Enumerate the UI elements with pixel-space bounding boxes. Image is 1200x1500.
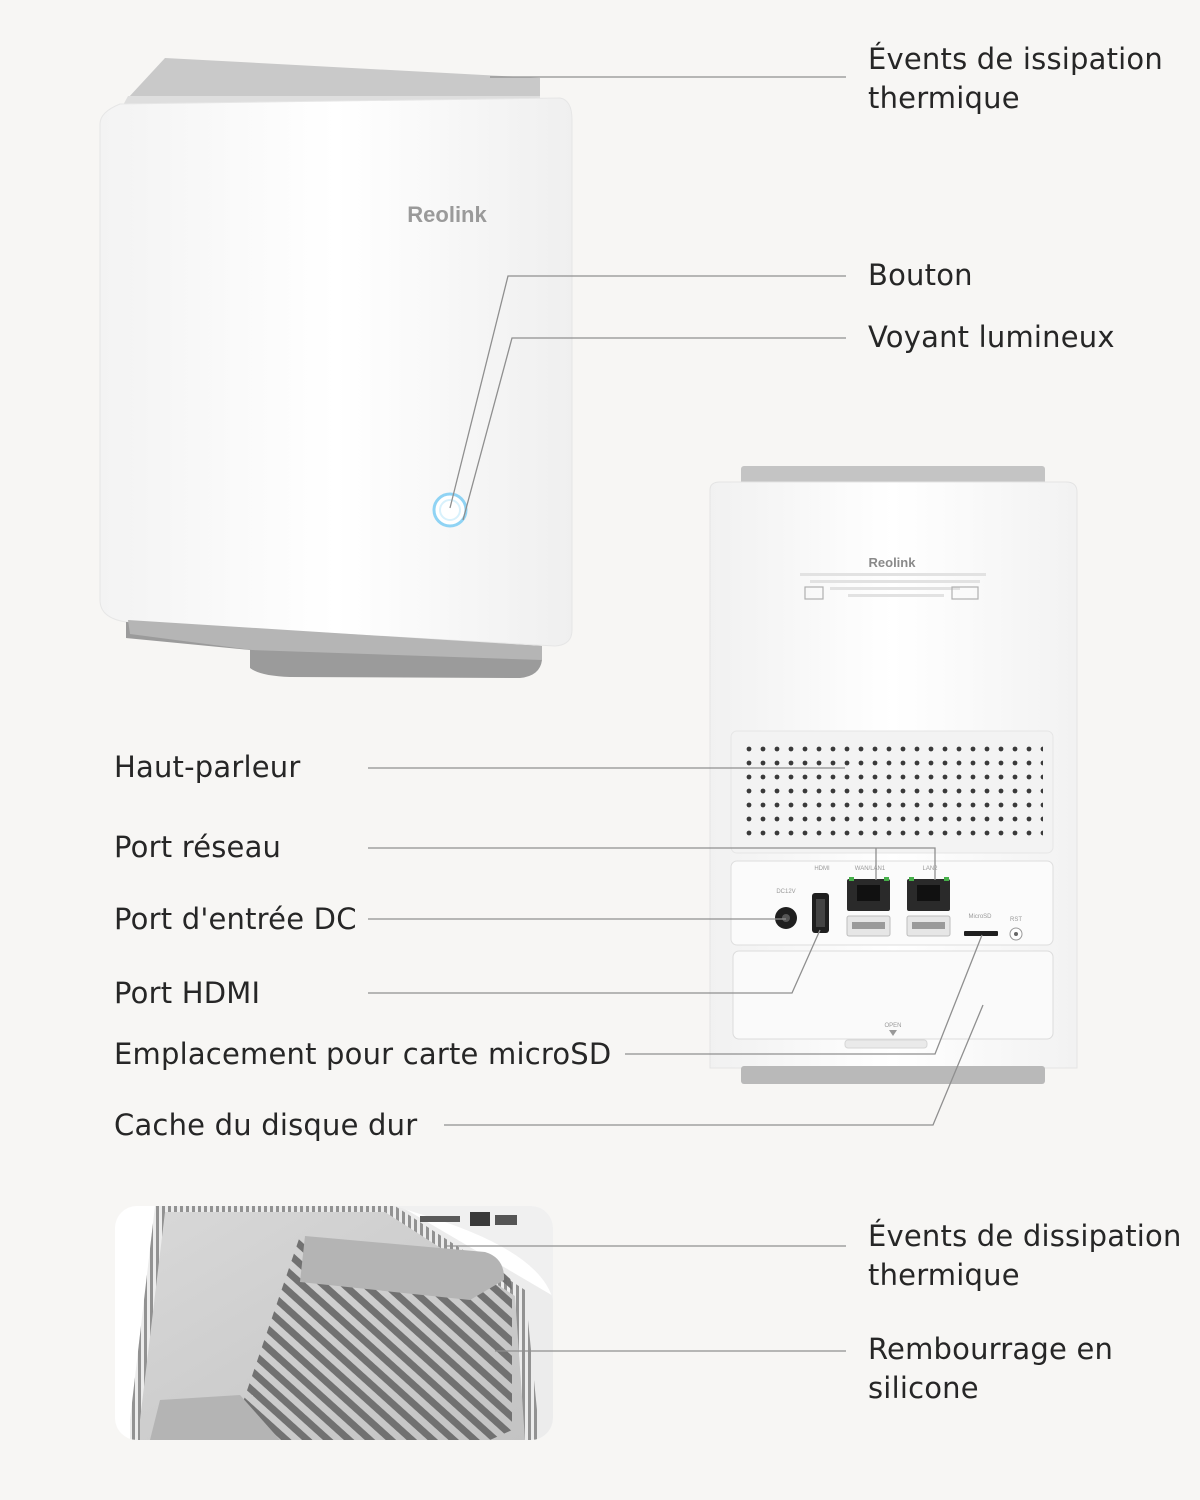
label-top-vents: Évents de issipation thermique (868, 42, 1163, 115)
silicone-pad-top (300, 1236, 505, 1300)
label-silicone-pad: Rembourrage en silicone (868, 1332, 1114, 1405)
label-dc-port: Port d'entrée DC (114, 902, 357, 936)
front-device: Reolink (99, 58, 573, 678)
leader-hdmi-port (368, 929, 821, 994)
lan-print: LAN2 (922, 866, 938, 872)
front-brand-logo: Reolink (407, 202, 487, 227)
dc-print: DC12V (776, 889, 795, 895)
label-bottom-vents: Évents de dissipation thermique (868, 1219, 1182, 1292)
back-device: Reolink HDMI WAN/LAN1 LAN2 DC12V MicroSD… (709, 466, 1078, 1084)
label-network-port: Port réseau (114, 830, 282, 864)
front-button-icon (432, 492, 468, 528)
speaker-grille (743, 741, 1043, 844)
leader-hdd-cover (444, 1004, 984, 1126)
label-speaker: Haut-parleur (114, 750, 301, 784)
back-brand-logo: Reolink (869, 555, 917, 570)
leader-button (449, 275, 846, 509)
label-button: Bouton (868, 258, 973, 292)
label-microsd-slot: Emplacement pour carte microSD (114, 1037, 612, 1071)
leader-led (462, 337, 846, 521)
label-hdd-cover: Cache du disque dur (114, 1108, 418, 1142)
microsd-slot-icon (964, 931, 998, 936)
leader-lines (368, 76, 984, 1352)
label-led: Voyant lumineux (868, 320, 1115, 354)
wan-port-icon (847, 877, 890, 911)
leader-microsd-slot (625, 934, 983, 1055)
label-hdmi-port: Port HDMI (114, 976, 261, 1010)
bottom-view (115, 1206, 553, 1440)
rst-print: RST (1010, 917, 1022, 923)
hdd-cover (732, 950, 1054, 1040)
lan-port-icon (907, 877, 950, 911)
hdmi-print: HDMI (814, 866, 830, 872)
open-print: OPEN (884, 1023, 901, 1029)
top-vent-strip (128, 58, 540, 100)
microsd-print: MicroSD (968, 914, 992, 920)
wan-print: WAN/LAN1 (855, 866, 886, 872)
silicone-pad-bottom (150, 1395, 280, 1440)
leader-network-port (368, 847, 936, 880)
